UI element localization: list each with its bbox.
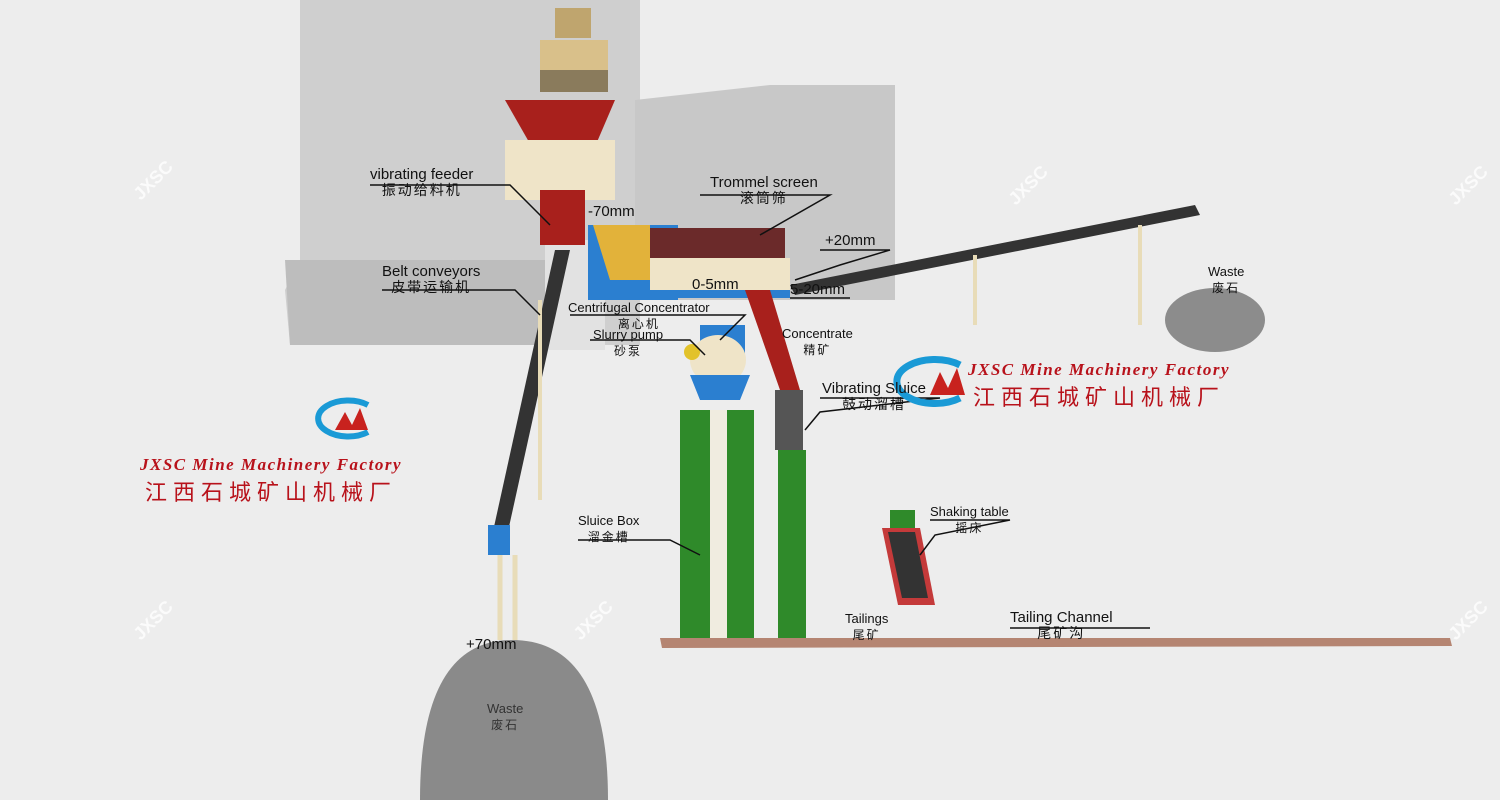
belt-conveyor-left bbox=[490, 250, 570, 545]
logo-icon-left bbox=[315, 397, 370, 440]
shaking-table bbox=[882, 510, 935, 605]
logo-icon-right bbox=[893, 356, 965, 407]
tailing-channel bbox=[660, 638, 1452, 648]
waste-pile-bottom bbox=[420, 640, 608, 800]
label-plus-20mm: +20mm bbox=[825, 232, 876, 249]
label-plus-70mm: +70mm bbox=[466, 636, 517, 653]
belt-conveyor-right bbox=[790, 205, 1200, 295]
centrifugal-concentrator bbox=[690, 335, 746, 385]
label-minus-70mm: -70mm bbox=[588, 203, 635, 220]
vibrating-sluice bbox=[775, 390, 803, 450]
label-0-5mm: 0-5mm bbox=[692, 276, 739, 293]
sluice-boxes bbox=[680, 410, 806, 638]
loader-icon bbox=[540, 8, 608, 92]
slurry-pump bbox=[684, 344, 700, 360]
label-5-20mm: 5-20mm bbox=[790, 281, 846, 298]
waste-pile-right bbox=[1165, 288, 1265, 352]
concentrate-chute bbox=[745, 290, 800, 390]
